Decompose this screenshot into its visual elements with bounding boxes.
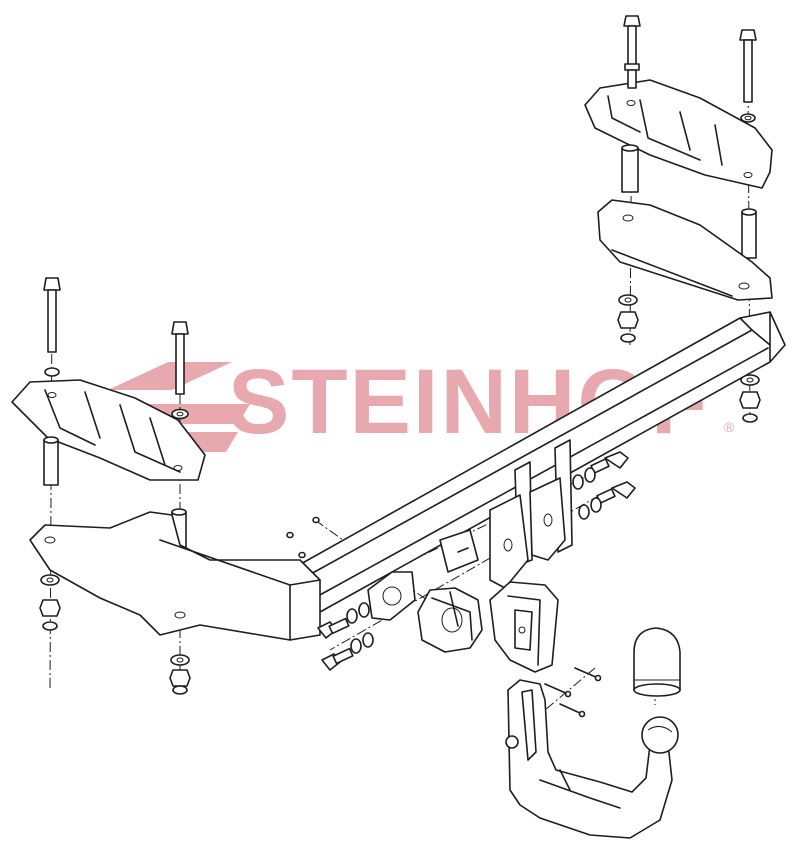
- bracket-bolts-left: [286, 516, 374, 671]
- left-mounting-plate: [11, 379, 206, 481]
- right-mounting-plate: [584, 79, 773, 189]
- right-long-bolts: [623, 15, 757, 123]
- bracket-bolts-right: [572, 451, 636, 520]
- right-spacer-tubes: [621, 144, 757, 259]
- tow-ball-cap: [633, 627, 681, 697]
- electrical-socket-assembly: [367, 571, 483, 653]
- right-side-arm: [597, 199, 773, 301]
- left-washers-nuts: [39, 574, 191, 695]
- locking-pins: [544, 667, 602, 718]
- tow-ball-neck: [505, 679, 679, 839]
- left-long-bolts: [43, 277, 189, 420]
- watermark-registered-mark: ®: [724, 419, 735, 435]
- receiver-housing: [489, 581, 559, 673]
- right-washers-nuts: [617, 294, 761, 423]
- left-side-arm: [29, 511, 321, 641]
- center-receiver-bracket: [439, 439, 573, 589]
